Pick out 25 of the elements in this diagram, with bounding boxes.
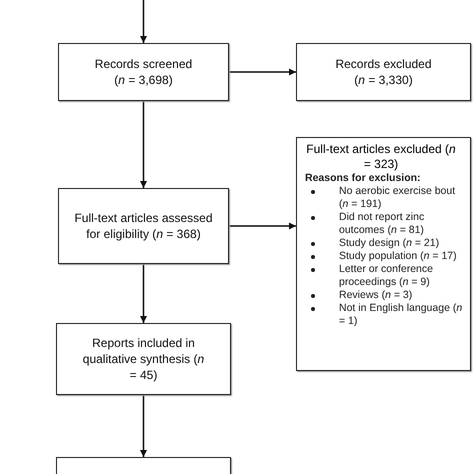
exclusion-box <box>296 43 471 101</box>
list-item: Study population (n = 17) <box>339 250 464 263</box>
arrow <box>140 264 147 323</box>
arrow <box>140 101 147 188</box>
list-item: Not in English language (n = 1) <box>339 302 464 328</box>
subheading: Reasons for exclusion: <box>305 172 422 185</box>
process-box <box>56 457 231 474</box>
box-label: Records excluded (n = 3,330) <box>334 56 433 88</box>
process-box <box>58 43 229 101</box>
box-label: Records screened (n = 3,698) <box>94 56 194 88</box>
arrow <box>229 68 296 76</box>
list-item: Study design (n = 21) <box>339 237 464 250</box>
box-label: Reports included in qualitative synthesis (n = 45) <box>82 335 206 383</box>
list-item: Letter or conference proceedings (n = 9) <box>339 263 464 289</box>
exclusion-box <box>296 137 471 371</box>
process-box <box>56 323 231 395</box>
arrow <box>229 222 296 230</box>
box-heading: Full-text articles excluded (n = 323) <box>305 142 457 172</box>
arrow <box>140 0 147 43</box>
list-item: Did not report zinc outcomes (n = 81) <box>339 211 464 237</box>
list-item: Reviews (n = 3) <box>339 289 464 302</box>
arrow <box>140 395 147 457</box>
process-box <box>58 188 229 264</box>
box-label: Full-text articles assessed for eligibility (n = 368) <box>73 210 214 242</box>
list-item: No aerobic exercise bout (n = 191) <box>339 185 464 211</box>
